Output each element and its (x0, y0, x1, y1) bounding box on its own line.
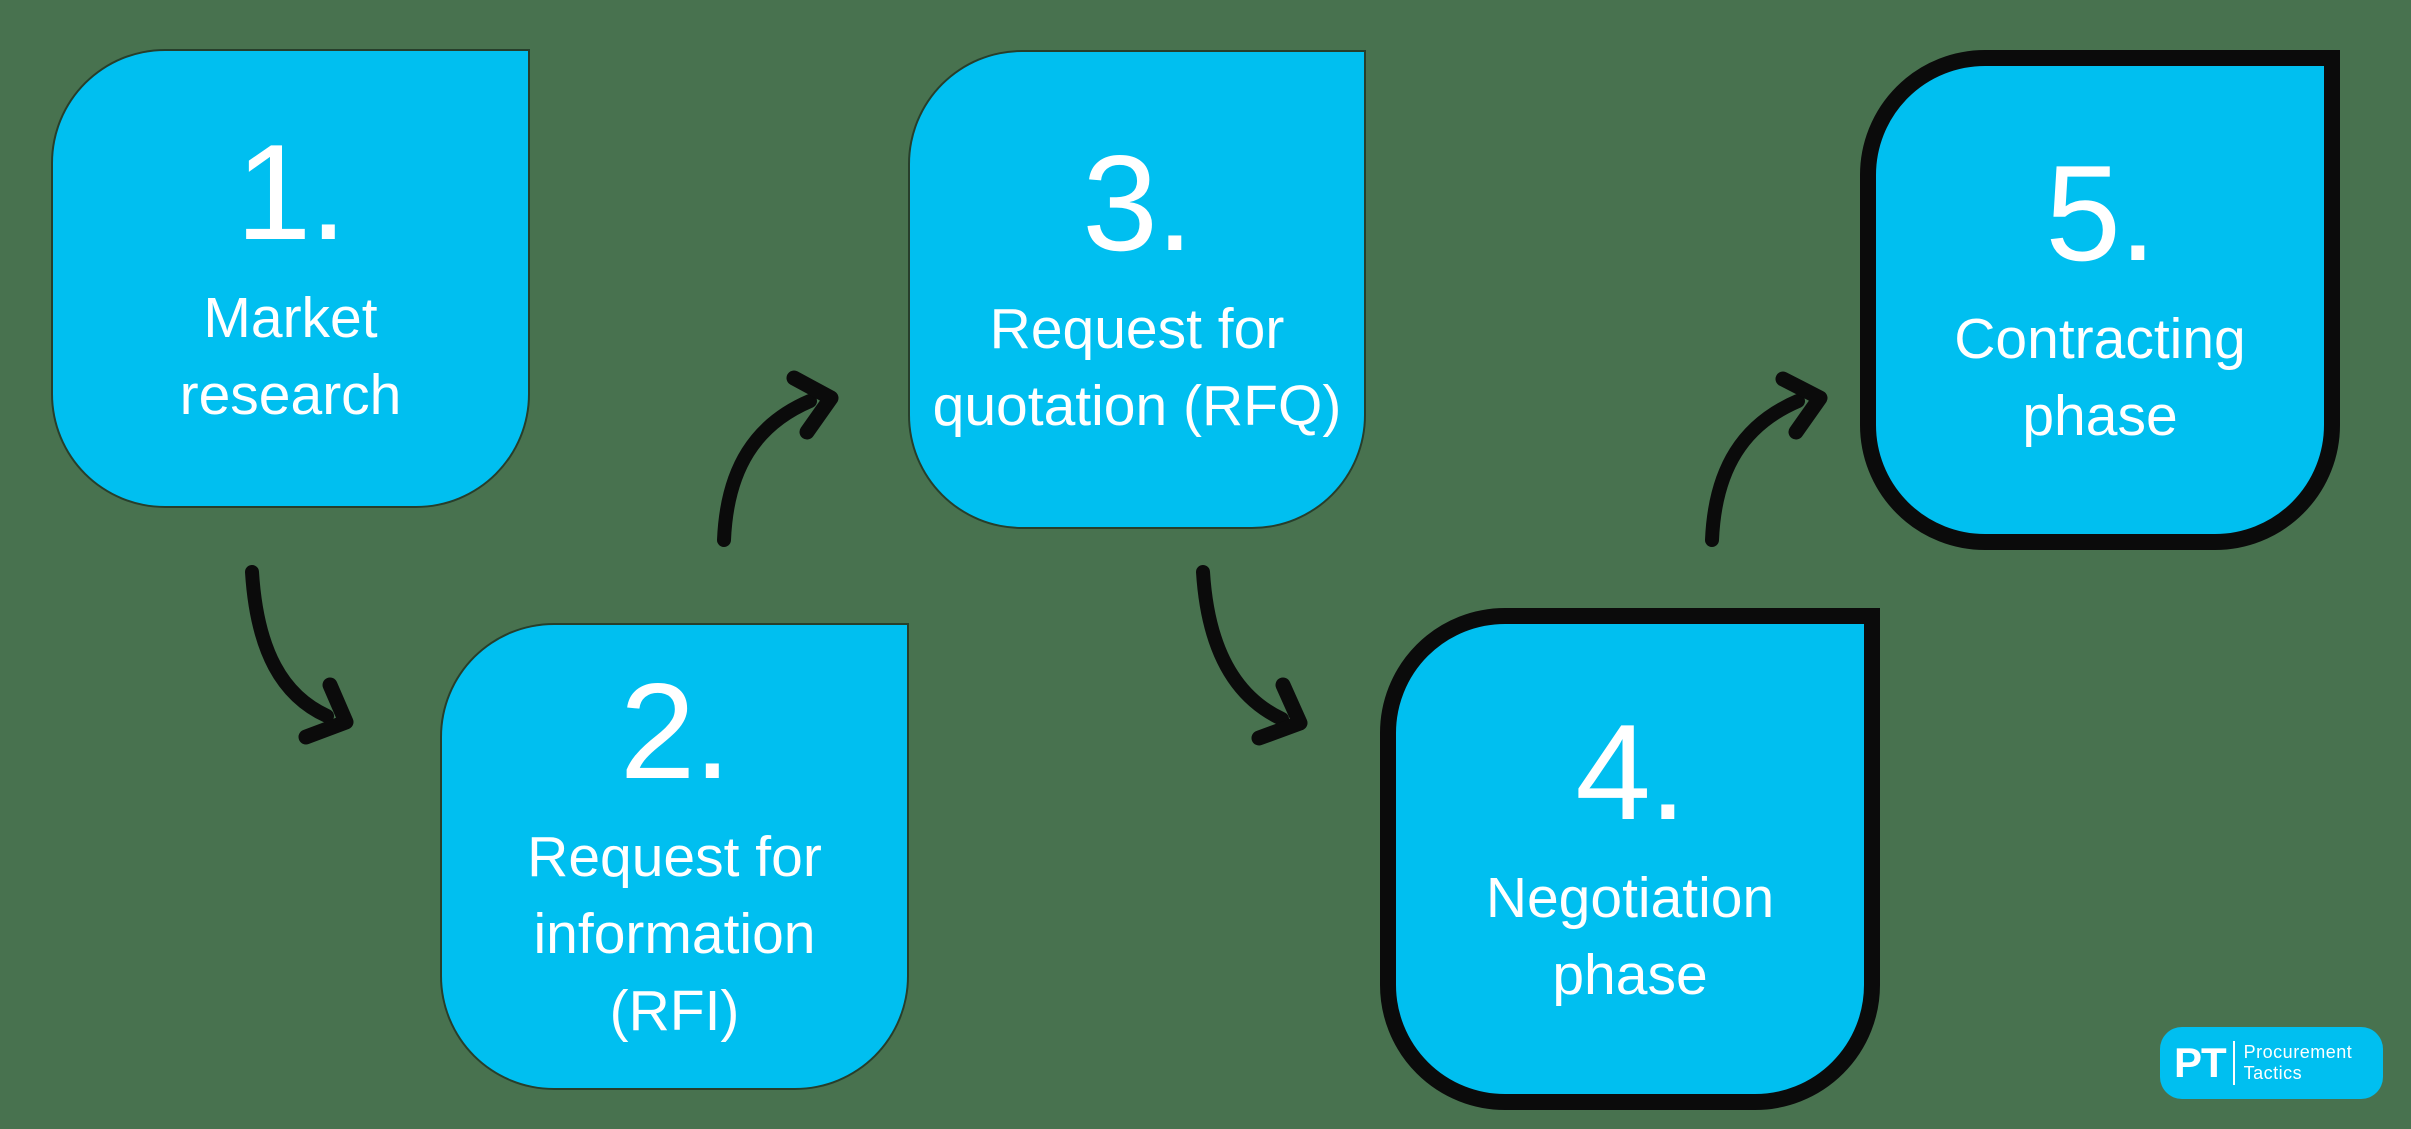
logo-name: Procurement Tactics (2244, 1042, 2353, 1084)
step-label-line: Negotiation (1485, 866, 1775, 930)
arrow-step1-to-step2 (245, 565, 354, 745)
step-number: 4. (1575, 696, 1686, 848)
step-number: 1. (235, 115, 347, 268)
step-box-1: 1. Market research (53, 51, 528, 506)
step-label-line: Request for (527, 825, 822, 889)
step-box-4: 4. Negotiation phase (1380, 608, 1880, 1110)
step-box-5: 5. Contracting phase (1860, 50, 2340, 550)
step-label-line: Contracting (1954, 307, 2246, 371)
arrow-step4-to-step5 (1705, 371, 1828, 547)
step-box-3: 3. Request for quotation (RFQ) (910, 52, 1364, 527)
step-label-line: Market (203, 285, 378, 350)
step-label-line: information (533, 902, 816, 966)
logo-name-line1: Procurement (2243, 1042, 2353, 1062)
arrow-step2-to-step3 (717, 370, 839, 547)
logo-monogram: PT (2174, 1039, 2227, 1086)
step-label-line: phase (2022, 384, 2178, 448)
logo: PT Procurement Tactics (2160, 1027, 2383, 1099)
logo-name-line2: Tactics (2243, 1063, 2303, 1083)
logo-divider (2232, 1041, 2235, 1085)
step-label-line: quotation (RFQ) (932, 373, 1342, 438)
step-number: 2. (619, 655, 731, 807)
step-label-line: Request for (989, 296, 1285, 361)
arrow-step3-to-step4 (1196, 565, 1308, 746)
step-number: 5. (2045, 137, 2156, 289)
step-number: 3. (1082, 126, 1193, 279)
step-label-line: research (179, 362, 402, 427)
step-label-line: phase (1552, 943, 1708, 1007)
step-label-line: (RFI) (609, 979, 740, 1043)
step-box-2: 2. Request for information (RFI) (442, 625, 907, 1088)
